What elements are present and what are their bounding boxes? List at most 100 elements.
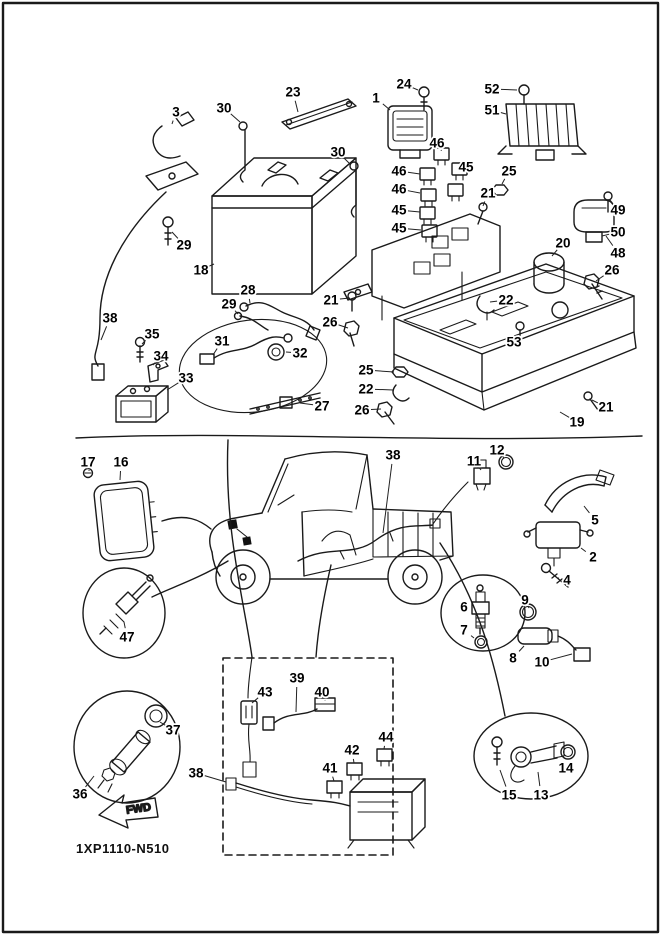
fwd-arrow: FWD — [98, 794, 159, 829]
fwd-label: FWD — [125, 801, 152, 816]
callout-label-2: 2 — [589, 550, 597, 565]
callout-label-16: 16 — [113, 455, 129, 470]
callout-leader-19 — [559, 411, 570, 418]
callout-label-30: 30 — [216, 101, 231, 116]
callout-label-53: 53 — [506, 335, 522, 350]
callout-leader-21 — [482, 201, 486, 207]
battery-strap — [281, 98, 357, 130]
callout-leader-8 — [518, 645, 525, 652]
callout-label-26: 26 — [322, 315, 338, 330]
callout-label-30: 30 — [330, 145, 345, 160]
callout-label-22: 22 — [358, 382, 373, 397]
harness-wire-left-connector — [91, 363, 105, 381]
callout-label-25: 25 — [358, 363, 374, 378]
callout-label-32: 32 — [292, 346, 307, 361]
band-27 — [249, 392, 321, 415]
callout-label-22: 22 — [498, 293, 513, 308]
callout-label-34: 34 — [153, 349, 169, 364]
callout-label-49: 49 — [610, 203, 625, 218]
callout-label-44: 44 — [378, 730, 394, 745]
callout-leader-42 — [352, 758, 355, 764]
callout-label-12: 12 — [489, 443, 504, 458]
callout-label-7: 7 — [460, 623, 468, 638]
vehicle-side-view — [209, 451, 454, 605]
detail-box-contents — [225, 697, 426, 849]
callout-leader-13 — [537, 771, 541, 787]
callout-label-51: 51 — [484, 103, 500, 118]
callout-label-45: 45 — [391, 221, 407, 236]
callout-label-24: 24 — [396, 77, 412, 92]
speed-sensor-group — [473, 712, 589, 800]
bracket-hardware-mid — [343, 291, 410, 425]
callout-label-27: 27 — [314, 399, 329, 414]
callout-label-35: 35 — [144, 327, 160, 342]
callout-leader-21 — [591, 399, 599, 404]
ecu-group — [82, 467, 158, 562]
callout-label-13: 13 — [533, 788, 549, 803]
callout-leader-46 — [407, 190, 421, 194]
callout-leader-12 — [502, 456, 505, 459]
callout-label-18: 18 — [193, 263, 209, 278]
callout-leader-20 — [551, 249, 558, 257]
callout-label-45: 45 — [458, 160, 474, 175]
harness-wire-left — [94, 191, 167, 367]
callout-leader-46 — [407, 171, 421, 175]
callout-label-25: 25 — [501, 164, 517, 179]
tray-hardware — [476, 295, 599, 411]
callout-leader-45 — [407, 210, 421, 213]
callout-label-33: 33 — [178, 371, 194, 386]
small-hardware-upper — [477, 184, 509, 225]
callout-leader-33 — [166, 382, 179, 391]
callout-leader-49 — [609, 199, 613, 204]
electrical-tray — [393, 263, 637, 411]
callout-leader-1 — [382, 103, 391, 111]
section-divider — [75, 434, 643, 440]
oil-switch-group — [473, 454, 514, 491]
callout-label-45: 45 — [391, 203, 407, 218]
callout-label-5: 5 — [591, 513, 599, 528]
callout-leader-38 — [382, 463, 393, 534]
callout-leader-44 — [383, 745, 386, 750]
callout-leader-26 — [338, 324, 349, 329]
battery — [211, 157, 357, 295]
callout-label-43: 43 — [257, 685, 273, 700]
ignition-coil-group — [523, 521, 594, 588]
callout-leader-9 — [527, 605, 530, 609]
callout-label-48: 48 — [610, 246, 626, 261]
hold-down-rods — [238, 121, 359, 218]
callout-label-15: 15 — [501, 788, 517, 803]
spark-plug-47-group — [82, 567, 166, 659]
callout-leader-47 — [123, 621, 126, 629]
callout-label-21: 21 — [598, 400, 614, 415]
callout-label-46: 46 — [391, 164, 407, 179]
callout-leader-51 — [500, 111, 507, 115]
callout-leader-16 — [119, 470, 122, 481]
callout-leader-26 — [595, 274, 605, 282]
fuse-bracket — [343, 213, 501, 321]
callout-leader-34 — [152, 362, 156, 366]
callout-label-8: 8 — [509, 651, 517, 666]
callout-leader-36 — [85, 775, 95, 788]
callout-label-50: 50 — [610, 225, 625, 240]
callout-label-38: 38 — [385, 448, 401, 463]
callout-leader-5 — [583, 505, 590, 514]
battery-clamp — [145, 111, 199, 191]
callout-label-21: 21 — [480, 186, 496, 201]
callout-leader-27 — [299, 402, 314, 406]
callout-leader-10 — [550, 653, 573, 661]
callout-leader-11 — [479, 467, 482, 471]
callout-label-46: 46 — [429, 136, 445, 151]
callout-label-17: 17 — [80, 455, 95, 470]
callout-label-46: 46 — [391, 182, 407, 197]
callout-leader-15 — [499, 769, 507, 787]
diagram-code: 1XP1110-N510 — [76, 841, 169, 856]
callout-leader-39 — [295, 686, 298, 713]
callout-leader-2 — [580, 547, 587, 552]
callout-label-37: 37 — [165, 723, 180, 738]
callout-leader-30 — [344, 158, 351, 165]
coil-20 — [533, 252, 565, 294]
callout-leader-29 — [234, 310, 239, 315]
